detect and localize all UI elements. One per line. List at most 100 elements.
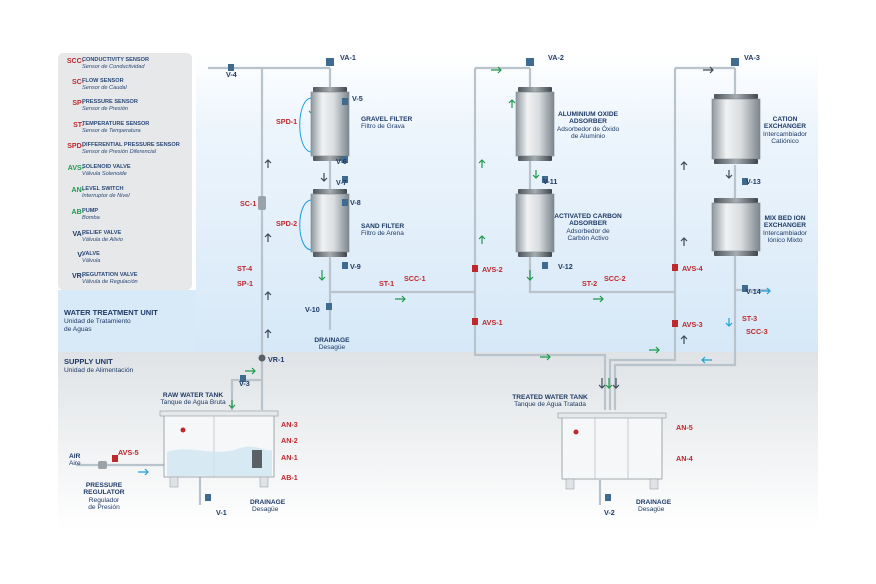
tag-avs-4: AVS-4 xyxy=(682,264,703,273)
cation-label: CATION xyxy=(773,116,798,123)
tag-v-6: V-6 xyxy=(336,157,347,166)
solenoid-markers xyxy=(112,264,678,462)
legend-label: PUMP xyxy=(82,208,99,214)
legend-label: SOLENOID VALVE xyxy=(82,164,131,170)
tag-scc-2: SCC-2 xyxy=(604,274,626,283)
supply-unit-title: SUPPLY UNIT xyxy=(64,357,113,366)
tag-vr-1: VR-1 xyxy=(268,355,284,364)
legend-code: AB- xyxy=(71,209,84,216)
tag-v-2: V-2 xyxy=(604,508,615,517)
legend-code: ST- xyxy=(73,122,84,129)
legend-code: AVS- xyxy=(67,165,84,172)
tag-v-8: V-8 xyxy=(350,198,361,207)
tag-avs-1: AVS-1 xyxy=(482,318,503,327)
legend-code: VR- xyxy=(71,273,84,280)
legend-label-es: Sensor de Presión Diferencial xyxy=(82,149,156,155)
vessel-activated-carbon xyxy=(515,189,555,257)
drainage-label-raw-es: Desagüe xyxy=(252,506,279,513)
tag-spd-1: SPD-1 xyxy=(276,117,297,126)
supply-unit-title-es: Unidad de Alimentación xyxy=(64,367,134,374)
tag-avs-3: AVS-3 xyxy=(682,320,703,329)
tag-v-5: V-5 xyxy=(352,94,363,103)
tag-avs-5: AVS-5 xyxy=(118,448,139,457)
legend-label: RELIEF VALVE xyxy=(82,230,122,236)
legend-label-es: Sensor de Temperatura xyxy=(82,128,141,134)
tag-an-3: AN-3 xyxy=(281,420,298,429)
treated-tank-label-es: Tanque de Agua Tratada xyxy=(514,401,586,408)
tag-st-3: ST-3 xyxy=(742,314,757,323)
pressure-regulator-label-es2: de Presión xyxy=(88,504,120,511)
tag-an-1: AN-1 xyxy=(281,453,298,462)
legend-code: SC- xyxy=(71,79,84,86)
drainage-label-top-es: Desagüe xyxy=(319,344,346,351)
drainage-label-treated-es: Desagüe xyxy=(638,506,665,513)
tag-v-3: V-3 xyxy=(239,379,250,388)
legend-label: PRESSURE SENSOR xyxy=(82,99,138,105)
pressure-regulator xyxy=(98,461,107,469)
tag-st-1: ST-1 xyxy=(379,279,394,288)
carbon-label-2: ADSORBER xyxy=(569,220,607,227)
spd-2-loop xyxy=(299,199,312,251)
drainage-label-top: DRAINAGE xyxy=(314,337,350,344)
raw-tank-label-es: Tanque de Agua Bruta xyxy=(160,399,226,406)
tag-v-1: V-1 xyxy=(216,508,227,517)
mixbed-label-es: Intercambiador xyxy=(763,230,808,237)
legend-code: SPD- xyxy=(67,143,84,150)
tag-ab-1: AB-1 xyxy=(281,473,298,482)
tag-scc-3: SCC-3 xyxy=(746,327,768,336)
legend-code: SCC- xyxy=(66,58,84,65)
legend-label: CONDUCTIVITY SENSOR xyxy=(82,57,150,63)
alox-label-es2: de Aluminio xyxy=(571,133,605,140)
gravel-filter-label: GRAVEL FILTER xyxy=(361,116,413,123)
spd-1-loop xyxy=(299,97,312,153)
drainage-label-treated: DRAINAGE xyxy=(636,499,672,506)
pressure-regulator-label-es: Regulador xyxy=(89,497,120,504)
tag-v-12: V-12 xyxy=(558,262,573,271)
treated-tank-label: TREATED WATER TANK xyxy=(512,394,588,401)
tag-v-14: V-14 xyxy=(746,287,761,296)
treatment-unit-title-es: Unidad de Tratamiento xyxy=(64,318,131,325)
tag-v-10: V-10 xyxy=(305,305,320,314)
tag-va-3: VA-3 xyxy=(744,53,760,62)
tag-sc-1: SC-1 xyxy=(240,199,256,208)
legend-label: FLOW SENSOR xyxy=(82,78,124,84)
raw-tank-label: RAW WATER TANK xyxy=(163,392,223,399)
tag-avs-2: AVS-2 xyxy=(482,265,503,274)
legend-code: SP- xyxy=(72,100,84,107)
tag-sp-1: SP-1 xyxy=(237,279,253,288)
treatment-unit-title: WATER TREATMENT UNIT xyxy=(64,308,158,317)
tag-an-4: AN-4 xyxy=(676,454,693,463)
legend-label: DIFFERENTIAL PRESSURE SENSOR xyxy=(82,142,180,148)
carbon-label-es: Adsorbedor de xyxy=(566,228,610,235)
gravel-filter-label-es: Filtro de Grava xyxy=(361,123,405,130)
legend-label: VALVE xyxy=(82,251,100,257)
alox-label: ALUMINIUM OXIDE xyxy=(558,111,619,118)
treated-water-tank xyxy=(557,412,667,490)
legend-label-es: Válvula de Alivio xyxy=(82,237,123,243)
legend-label: TEMPERATURE SENSOR xyxy=(82,121,150,127)
pressure-regulator-label-2: REGULATOR xyxy=(83,489,124,496)
tag-scc-1: SCC-1 xyxy=(404,274,426,283)
legend-code: VA- xyxy=(72,231,84,238)
legend-label-es: Válvula de Regulación xyxy=(82,279,138,285)
air-label-es: Aire xyxy=(69,460,81,467)
legend-code: AN- xyxy=(71,187,84,194)
raw-water-tank xyxy=(159,410,279,488)
tag-v-11: V-11 xyxy=(543,177,557,186)
valve-markers xyxy=(205,58,748,501)
legend-label-es: Válvula Solenoide xyxy=(82,171,127,177)
tag-v-7: V-7 xyxy=(336,178,347,187)
cation-label-es2: Catiónico xyxy=(771,138,799,145)
legend-label-es: Sensor de Presión xyxy=(82,106,129,112)
tag-va-1: VA-1 xyxy=(340,53,356,62)
tag-an-5: AN-5 xyxy=(676,423,693,432)
